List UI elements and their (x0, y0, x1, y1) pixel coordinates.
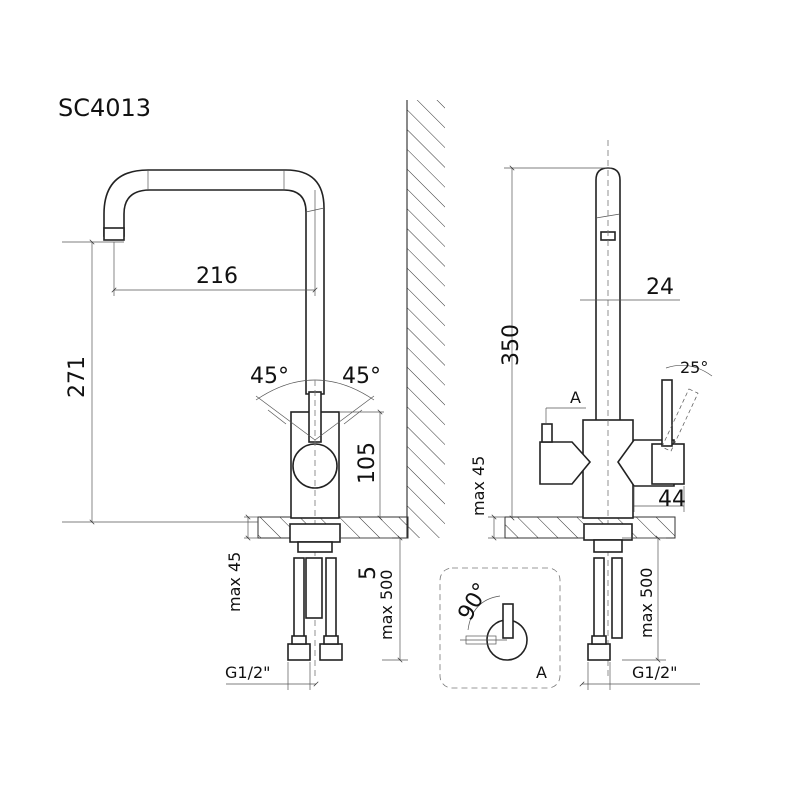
lever-angle-right: 45° (342, 364, 381, 389)
detail-marker-a: A (570, 388, 581, 407)
detail-a: 90° A (439, 567, 561, 689)
model-title: SC4013 (58, 94, 151, 122)
dim-total-height: 350 (499, 324, 524, 366)
detail-a-lever-vertical (502, 603, 514, 639)
dim-spout-diameter: 24 (646, 275, 674, 300)
dim-counter-max-side: max 45 (225, 552, 244, 612)
dim-clearance: 5 (356, 566, 381, 580)
detail-a-rotation: 90° (454, 579, 495, 625)
front-view: 25° A 350 24 44 max 45 (469, 140, 713, 690)
thread-front: G1/2" (632, 663, 678, 682)
dim-body-height: 105 (355, 442, 380, 484)
dim-hose-max-side: max 500 (377, 570, 396, 640)
dim-hose-max-front: max 500 (637, 568, 656, 638)
wall (406, 100, 445, 538)
handle-angle: 25° (680, 358, 708, 377)
handle-front (661, 379, 673, 447)
side-view: 216 271 45° 45° 105 max 45 5 max 500 G1/… (62, 169, 409, 690)
dim-reach: 216 (196, 264, 238, 289)
spout-side (103, 169, 325, 395)
dim-body-diameter: 44 (658, 487, 686, 512)
spout-front (595, 167, 621, 426)
lever-angle-left: 45° (250, 364, 289, 389)
thread-side: G1/2" (225, 663, 271, 682)
detail-a-label: A (536, 663, 547, 682)
dim-counter-max-front: max 45 (469, 456, 488, 516)
dim-spout-height: 271 (65, 356, 90, 398)
